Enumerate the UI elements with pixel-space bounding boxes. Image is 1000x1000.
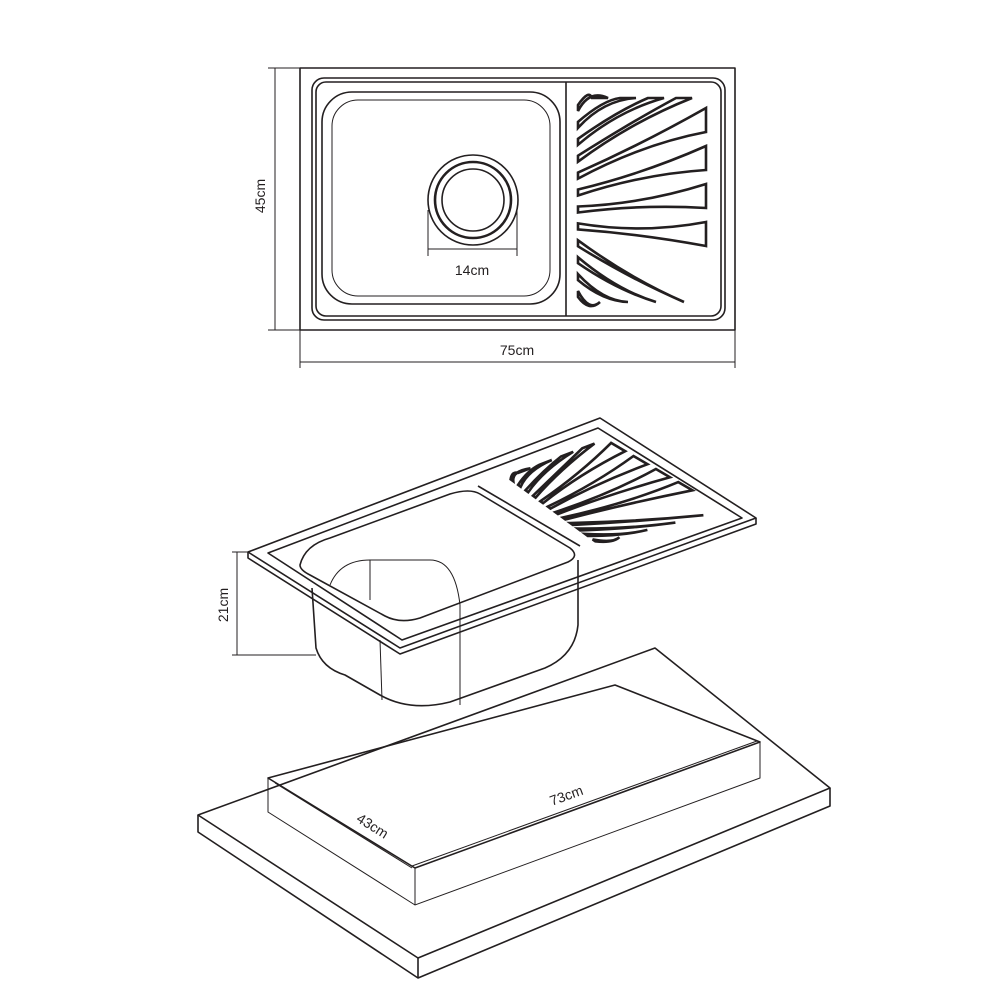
drainboard-groove <box>576 270 629 304</box>
drainboard-groove <box>591 536 621 544</box>
drainboard-groove <box>552 467 674 516</box>
drain-inner <box>441 168 505 232</box>
width-label: 75cm <box>500 342 534 358</box>
sink-rim-inner <box>315 81 722 317</box>
bowl-inner-curve <box>329 559 461 606</box>
drainboard-groove <box>545 454 651 511</box>
sink-plate-edge <box>247 518 757 655</box>
drainboard-groove <box>576 220 708 248</box>
drain-diameter-label: 14cm <box>455 262 489 278</box>
cutout-width-label: 43cm <box>354 810 392 842</box>
isometric-sink: 21cm <box>215 417 757 707</box>
drainboard-groove <box>576 96 665 148</box>
drainboard-grooves-iso <box>509 441 704 544</box>
drainboard-groove <box>576 96 637 132</box>
cutout-width-line <box>274 782 413 869</box>
drainboard-groove <box>573 521 676 532</box>
cutout-length-line <box>411 740 758 867</box>
bowl-opening <box>299 490 576 622</box>
drainboard-groove <box>516 458 553 489</box>
cutout-length-label: 73cm <box>547 782 585 809</box>
countertop-surface <box>197 647 831 959</box>
bowl-bottom <box>331 99 551 297</box>
drainboard-groove <box>580 528 648 538</box>
drainboard-groove <box>576 105 708 181</box>
countertop-edge <box>197 788 831 979</box>
sink-outline-top <box>299 67 736 331</box>
drainboard-grooves <box>576 93 708 308</box>
height-label: 45cm <box>252 179 268 213</box>
bowl-body <box>311 560 579 707</box>
drainboard-groove <box>576 182 708 214</box>
drainboard-groove <box>538 441 628 505</box>
drainboard-groove <box>509 467 531 484</box>
countertop-cutout: 73cm 43cm <box>197 647 831 979</box>
drainboard-groove <box>523 450 574 495</box>
drain-ring <box>433 160 513 240</box>
sink-top-plate <box>247 417 757 649</box>
top-view: 14cm 45cm 75cm <box>252 67 736 368</box>
drainboard-groove <box>576 96 693 165</box>
bowl-edge <box>379 639 383 701</box>
drainboard-groove <box>576 290 601 308</box>
divider-iso <box>477 485 581 547</box>
sink-rim <box>311 77 726 321</box>
sink-rim-iso <box>267 427 743 641</box>
drainboard-groove <box>566 513 704 527</box>
drainboard-groove <box>576 254 657 304</box>
cutout-opening <box>267 684 761 869</box>
drainboard-groove <box>559 480 697 521</box>
drainboard-groove <box>576 144 708 198</box>
drainboard-groove <box>576 93 609 112</box>
depth-label: 21cm <box>215 588 231 622</box>
bowl-top <box>321 91 561 305</box>
drain-outer <box>427 154 519 246</box>
drainboard-groove <box>530 442 596 500</box>
drainboard-groove <box>576 237 685 304</box>
